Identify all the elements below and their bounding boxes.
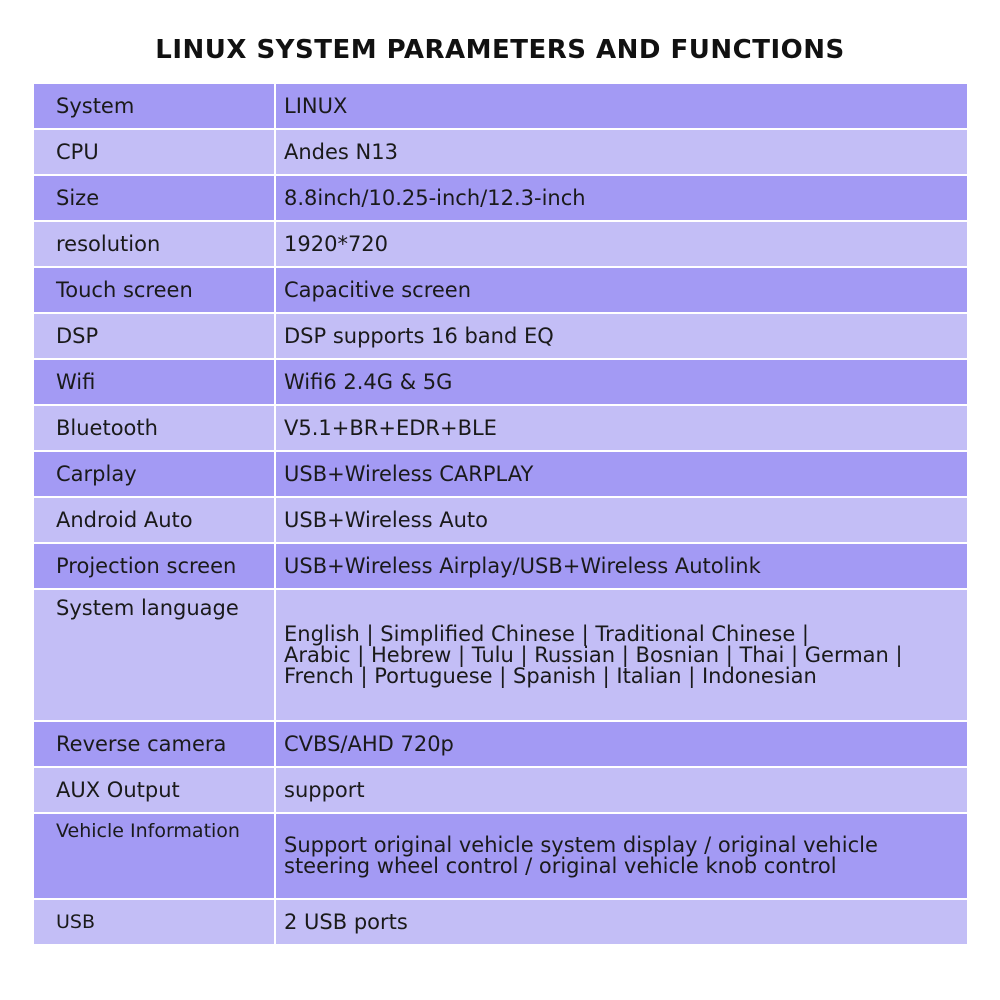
table-row: AUX Output support — [32, 766, 969, 814]
row-value: LINUX — [274, 82, 969, 130]
table-row: Bluetooth V5.1+BR+EDR+BLE — [32, 404, 969, 452]
row-label: System language — [32, 588, 276, 722]
row-label: Vehicle Information — [32, 812, 276, 900]
row-label: Bluetooth — [32, 404, 276, 452]
row-value: CVBS/AHD 720p — [274, 720, 969, 768]
row-value: 1920*720 — [274, 220, 969, 268]
table-row: USB 2 USB ports — [32, 898, 969, 946]
value-line: English | Simplified Chinese | Tradition… — [284, 621, 810, 646]
table-row: DSP DSP supports 16 band EQ — [32, 312, 969, 360]
row-label: Reverse camera — [32, 720, 276, 768]
table-row: Reverse camera CVBS/AHD 720p — [32, 720, 969, 768]
row-value: USB+Wireless Airplay/USB+Wireless Autoli… — [274, 542, 969, 590]
value-line: Support original vehicle system display … — [284, 833, 878, 857]
row-label: System — [32, 82, 276, 130]
row-label: Projection screen — [32, 542, 276, 590]
table-row: Touch screen Capacitive screen — [32, 266, 969, 314]
row-label: Size — [32, 174, 276, 222]
row-label: USB — [32, 898, 276, 946]
row-value: V5.1+BR+EDR+BLE — [274, 404, 969, 452]
value-line: Arabic | Hebrew | Tulu | Russian | Bosni… — [284, 642, 903, 667]
row-value: Support original vehicle system display … — [274, 812, 969, 900]
value-line: steering wheel control / original vehicl… — [284, 854, 837, 878]
row-value: 8.8inch/10.25-inch/12.3-inch — [274, 174, 969, 222]
row-value: DSP supports 16 band EQ — [274, 312, 969, 360]
row-value: 2 USB ports — [274, 898, 969, 946]
row-value: support — [274, 766, 969, 814]
row-value: Andes N13 — [274, 128, 969, 176]
table-row: Projection screen USB+Wireless Airplay/U… — [32, 542, 969, 590]
spec-table: System LINUX CPU Andes N13 Size 8.8inch/… — [32, 82, 969, 946]
table-row: resolution 1920*720 — [32, 220, 969, 268]
row-label: AUX Output — [32, 766, 276, 814]
table-row: Vehicle Information Support original veh… — [32, 812, 969, 900]
table-row: System LINUX — [32, 82, 969, 130]
table-row: CPU Andes N13 — [32, 128, 969, 176]
table-row: System language English | Simplified Chi… — [32, 588, 969, 722]
row-value: English | Simplified Chinese | Tradition… — [274, 588, 969, 722]
table-row: Wifi Wifi6 2.4G & 5G — [32, 358, 969, 406]
row-value: USB+Wireless Auto — [274, 496, 969, 544]
row-label: Carplay — [32, 450, 276, 498]
row-value: Capacitive screen — [274, 266, 969, 314]
row-label: Touch screen — [32, 266, 276, 314]
row-value: Wifi6 2.4G & 5G — [274, 358, 969, 406]
row-label: Android Auto — [32, 496, 276, 544]
row-label: Wifi — [32, 358, 276, 406]
row-label: resolution — [32, 220, 276, 268]
value-line: French | Portuguese | Spanish | Italian … — [284, 663, 817, 688]
row-label: CPU — [32, 128, 276, 176]
table-row: Carplay USB+Wireless CARPLAY — [32, 450, 969, 498]
table-row: Android Auto USB+Wireless Auto — [32, 496, 969, 544]
page-title: LINUX SYSTEM PARAMETERS AND FUNCTIONS — [155, 35, 845, 65]
row-value: USB+Wireless CARPLAY — [274, 450, 969, 498]
row-label: DSP — [32, 312, 276, 360]
table-row: Size 8.8inch/10.25-inch/12.3-inch — [32, 174, 969, 222]
